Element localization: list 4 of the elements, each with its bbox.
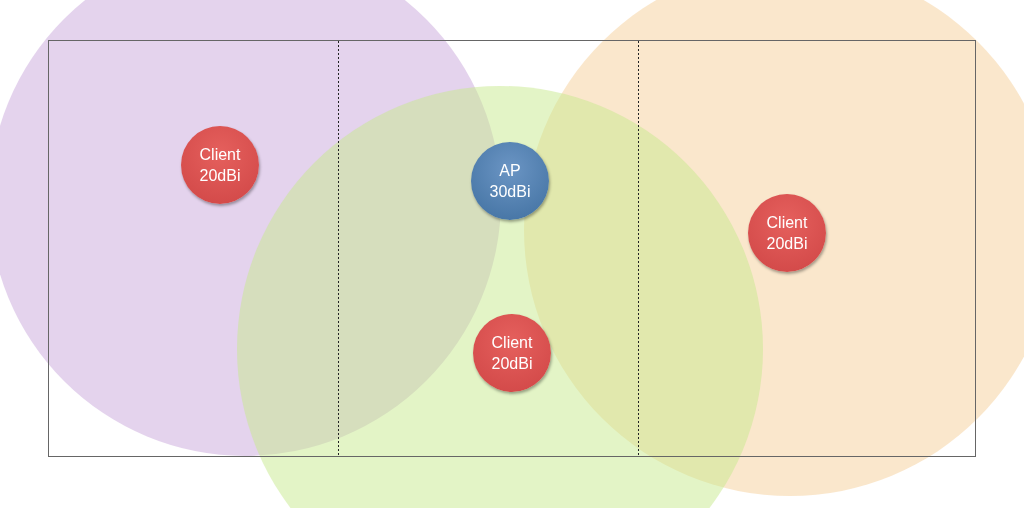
node-label: AP 30dBi	[488, 161, 532, 202]
node-label: Client 20dBi	[765, 213, 809, 254]
node-label: Client 20dBi	[490, 333, 534, 374]
node-label: Client 20dBi	[198, 145, 242, 186]
